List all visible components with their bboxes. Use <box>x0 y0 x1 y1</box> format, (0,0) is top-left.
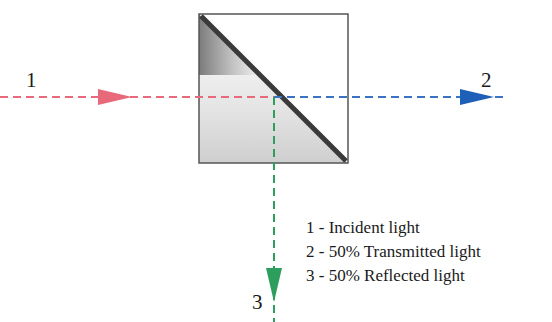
key-text: 3 - 50% Reflected light <box>306 266 465 286</box>
key-text: 2 - 50% Transmitted light <box>306 242 481 262</box>
key-text: 1 - Incident light <box>306 218 420 238</box>
reflected-arrowhead <box>266 268 282 302</box>
callout-number: 1 <box>26 68 37 92</box>
callout-number: 3 <box>252 290 263 314</box>
callout-number: 2 <box>481 68 492 92</box>
incident-beam <box>0 96 274 98</box>
incident-arrowhead <box>98 89 132 105</box>
